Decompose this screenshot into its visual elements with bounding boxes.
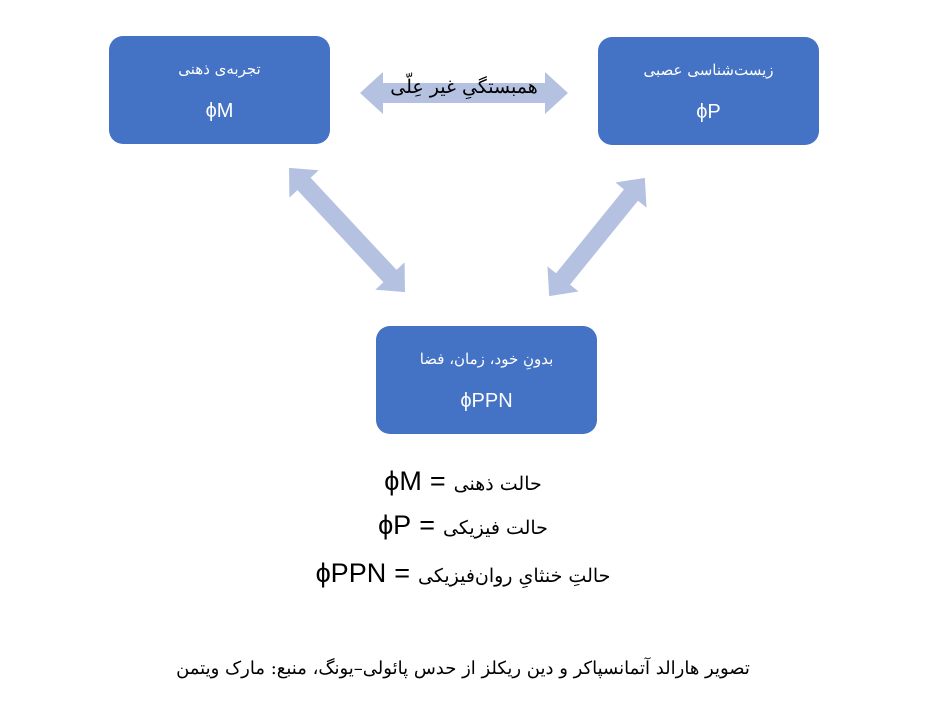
legend-symbol: ϕP xyxy=(378,510,412,540)
right-diagonal-double-arrow xyxy=(547,177,647,297)
relation-label: همبستگیِ غیر عِلّی xyxy=(390,76,538,98)
box-label: زیست‌شناسی عصبی xyxy=(643,61,774,79)
legend-equals: = xyxy=(394,558,410,588)
legend-symbol: ϕM xyxy=(384,466,422,496)
horizontal-double-arrow xyxy=(360,72,568,114)
legend-text: حالتِ خنثایِ روان‌فیزیکی xyxy=(417,565,611,587)
left-diagonal-double-arrow xyxy=(289,167,405,293)
figure-caption: تصویر هارالد آتمانسپاکر و دین ریکلز از ح… xyxy=(176,658,750,679)
legend-row: ϕM = حالت ذهنی xyxy=(0,466,926,497)
mental-experience-box: تجربه‌ی ذهنی ϕM xyxy=(109,36,330,144)
legend-text: حالت فیزیکی xyxy=(442,517,548,539)
legend-row: ϕP = حالت فیزیکی xyxy=(0,510,926,541)
box-label: بدونِ خود، زمان، فضا xyxy=(419,350,554,368)
legend-text: حالت ذهنی xyxy=(453,473,542,495)
box-label: تجربه‌ی ذهنی xyxy=(178,60,261,78)
legend-equals: = xyxy=(429,466,446,496)
neurobiology-box: زیست‌شناسی عصبی ϕP xyxy=(598,37,819,145)
legend-row: ϕPPN = حالتِ خنثایِ روان‌فیزیکی xyxy=(0,558,926,589)
box-symbol: ϕM xyxy=(205,100,234,122)
box-symbol: ϕP xyxy=(696,101,721,123)
ppn-box: بدونِ خود، زمان، فضا ϕPPN xyxy=(376,326,597,434)
legend-equals: = xyxy=(419,510,435,540)
box-symbol: ϕPPN xyxy=(460,390,513,412)
legend-symbol: ϕPPN xyxy=(315,558,387,588)
